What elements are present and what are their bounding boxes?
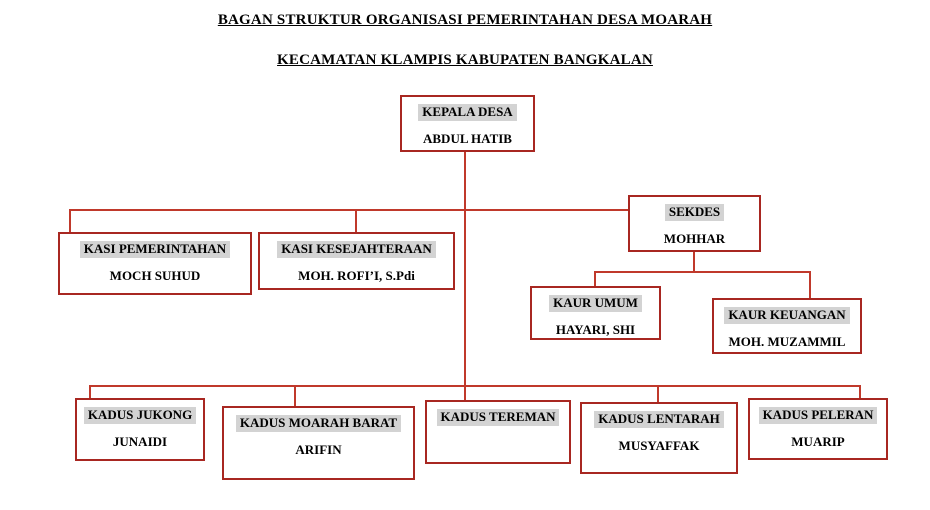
node-title: KASI KESEJAHTERAAN (277, 241, 436, 258)
node-person: ARIFIN (295, 441, 342, 457)
node-person: MUSYAFFAK (618, 437, 700, 453)
connector-stub-kadus-peleran (859, 385, 861, 398)
connector-stub-kadus-lentarah (657, 385, 659, 402)
node-person: MOH. MUZAMMIL (728, 333, 846, 349)
connector-line-center-vertical (464, 152, 466, 386)
org-node-kaur-umum: KAUR UMUM HAYARI, SHI (530, 286, 661, 340)
connector-stub-kadus-moarah-barat (294, 385, 296, 406)
node-title: KAUR KEUANGAN (724, 307, 850, 324)
node-person: HAYARI, SHI (555, 321, 636, 337)
node-person: MOCH SUHUD (109, 267, 201, 283)
node-title: KAUR UMUM (549, 295, 642, 312)
connector-stub-kasi-pemerintahan (69, 209, 71, 232)
connector-line-to-sekdes (464, 209, 628, 211)
node-title: KADUS JUKONG (83, 407, 197, 424)
connector-stub-kaur-umum (594, 271, 596, 286)
org-node-kasi-pemerintahan: KASI PEMERINTAHAN MOCH SUHUD (58, 232, 252, 295)
node-title: KADUS TEREMAN (436, 409, 560, 426)
node-title: KADUS MOARAH BARAT (235, 415, 402, 432)
node-person: MOH. ROFI’I, S.Pdi (298, 267, 415, 283)
org-node-kaur-keuangan: KAUR KEUANGAN MOH. MUZAMMIL (712, 298, 862, 354)
chart-title-line2: KECAMATAN KLAMPIS KABUPATEN BANGKALAN (277, 52, 653, 68)
connector-stub-kasi-kesejahteraan (355, 209, 357, 232)
node-title: KADUS LENTARAH (594, 411, 724, 428)
org-node-kadus-lentarah: KADUS LENTARAH MUSYAFFAK (580, 402, 738, 474)
connector-line-left-horizontal (69, 209, 466, 211)
connector-stub-kadus-jukong (89, 385, 91, 398)
org-node-kadus-moarah-barat: KADUS MOARAH BARAT ARIFIN (222, 406, 415, 480)
node-person: ABDUL HATIB (423, 130, 512, 146)
connector-line-bottom-horizontal (89, 385, 861, 387)
node-person: MOHHAR (663, 230, 726, 246)
org-node-sekdes: SEKDES MOHHAR (628, 195, 761, 252)
connector-stub-kaur-keuangan (809, 271, 811, 298)
org-node-kadus-jukong: KADUS JUKONG JUNAIDI (75, 398, 205, 461)
node-title: SEKDES (664, 204, 725, 221)
connector-stub-kadus-tereman (464, 385, 466, 400)
org-node-kadus-tereman: KADUS TEREMAN (425, 400, 571, 464)
node-person: JUNAIDI (112, 433, 168, 449)
node-title: KEPALA DESA (418, 104, 517, 121)
node-title: KADUS PELERAN (758, 407, 878, 424)
org-node-kasi-kesejahteraan: KASI KESEJAHTERAAN MOH. ROFI’I, S.Pdi (258, 232, 455, 290)
org-node-kepala-desa: KEPALA DESA ABDUL HATIB (400, 95, 535, 152)
connector-line-kaur-horizontal (594, 271, 811, 273)
connector-stub-sekdes-down (693, 252, 695, 273)
chart-title-line1: BAGAN STRUKTUR ORGANISASI PEMERINTAHAN D… (217, 12, 713, 28)
node-person: MUARIP (791, 433, 845, 449)
node-title: KASI PEMERINTAHAN (79, 241, 231, 258)
org-node-kadus-peleran: KADUS PELERAN MUARIP (748, 398, 888, 460)
